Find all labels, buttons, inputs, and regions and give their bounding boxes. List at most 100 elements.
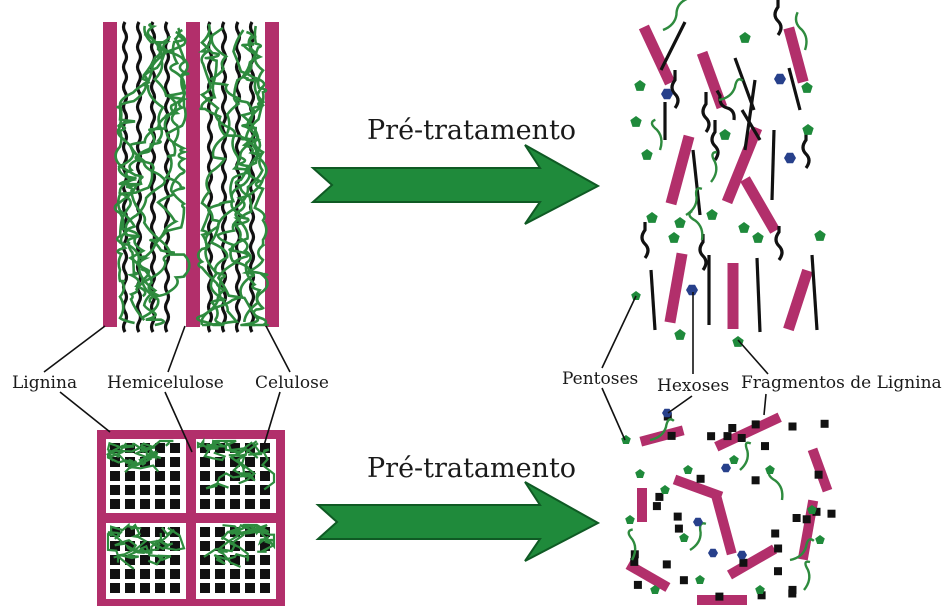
intact-biomass-cross-section <box>97 430 285 606</box>
lignin-square <box>788 590 796 598</box>
pretreatment-arrow-bottom: Pré-tratamento <box>318 453 598 561</box>
hemicellulose-fragment <box>663 0 688 33</box>
lignin-square <box>655 493 663 501</box>
pentose-molecule <box>668 232 679 243</box>
lignin-square <box>215 527 225 537</box>
lignin-square <box>260 569 270 579</box>
pretreatment-label: Pré-tratamento <box>367 115 576 146</box>
lignin-square <box>170 555 180 565</box>
lignin-square <box>200 583 210 593</box>
lignin-square <box>230 569 240 579</box>
lignin-square <box>170 583 180 593</box>
pentose-molecule <box>739 32 750 43</box>
lignin-square <box>170 499 180 509</box>
lignin-square <box>215 499 225 509</box>
lignin-square <box>155 485 165 495</box>
lignin-square <box>140 569 150 579</box>
pentose-molecule <box>719 129 730 140</box>
pentose-molecule <box>706 209 717 220</box>
lignin-square <box>110 499 120 509</box>
lignin-square <box>155 569 165 579</box>
hemicellulose-fragment <box>690 522 706 552</box>
pentose-molecule <box>660 485 670 494</box>
pentose-molecule <box>631 291 641 300</box>
lignin-square <box>110 569 120 579</box>
cellulose-fragment <box>711 495 736 556</box>
lignin-square <box>680 576 688 584</box>
label-fragmentos-de-lignina: Fragmentos de Lignina <box>741 373 942 393</box>
lignin-square <box>125 583 135 593</box>
lignin-square <box>674 513 682 521</box>
cellulose-fragment <box>639 425 684 446</box>
label-celulose: Celulose <box>255 373 329 393</box>
lignin-square <box>821 420 829 428</box>
lignin-square <box>675 525 683 533</box>
lignin-square <box>215 583 225 593</box>
lignin-fragment <box>703 92 709 132</box>
lignin-square <box>155 583 165 593</box>
pentose-molecule <box>683 465 693 474</box>
lignin-square <box>125 499 135 509</box>
lignin-square <box>140 583 150 593</box>
lignin-square <box>200 471 210 481</box>
lignin-square <box>245 541 255 551</box>
hexose-molecule <box>686 285 698 295</box>
lignin-square <box>260 471 270 481</box>
lignin-square <box>728 424 736 432</box>
pentose-molecule <box>625 515 635 524</box>
lignin-square <box>245 569 255 579</box>
lignin-square <box>215 569 225 579</box>
pentose-molecule <box>674 329 685 340</box>
lignin-fragment <box>776 226 782 260</box>
lignin-square <box>170 443 180 453</box>
lignin-square <box>110 485 120 495</box>
lignin-square <box>170 569 180 579</box>
pentose-molecule <box>679 533 689 542</box>
lignin-square <box>761 442 769 450</box>
hemicellulose-fragment <box>804 562 810 590</box>
lignin-square <box>634 581 642 589</box>
label-hemicelulose: Hemicelulose <box>107 373 224 393</box>
lignin-square <box>155 499 165 509</box>
cellulose-fragment <box>697 51 727 109</box>
pentose-molecule <box>738 222 749 233</box>
lignin-square <box>739 559 747 567</box>
hexose-molecule <box>708 549 718 558</box>
cellulose-fragment <box>714 413 782 452</box>
lignin-square <box>774 545 782 553</box>
lignin-square <box>260 499 270 509</box>
pentose-molecule <box>815 535 825 544</box>
lignin-fragment <box>651 270 655 330</box>
pretreated-biomass-fragments <box>630 0 825 347</box>
cellulose-fragment <box>637 488 647 522</box>
lignin-square <box>200 569 210 579</box>
lignin-square <box>789 423 797 431</box>
pentose-molecule <box>729 455 739 464</box>
pentose-molecule <box>646 212 657 223</box>
pentose-molecule <box>674 217 685 228</box>
lignin-square <box>668 432 676 440</box>
lignin-square <box>724 432 732 440</box>
lignin-square <box>738 434 746 442</box>
hexose-molecule <box>721 464 731 473</box>
lignin-fragment <box>772 130 774 200</box>
lignin-square <box>140 485 150 495</box>
lignin-fragment <box>757 258 760 332</box>
pentose-molecule <box>634 80 645 91</box>
lignin-square <box>245 485 255 495</box>
cellulose-fragment <box>666 135 695 205</box>
pentose-molecule <box>752 232 763 243</box>
pentose-molecule <box>630 116 641 127</box>
lignin-square <box>663 560 671 568</box>
pentose-molecule <box>802 124 813 135</box>
lignin-square <box>815 471 823 479</box>
pretreated-biomass-cross-section <box>621 409 835 605</box>
pretreatment-arrow-top: Pré-tratamento <box>313 115 598 224</box>
lignin-square <box>803 515 811 523</box>
pentose-molecule <box>635 469 645 478</box>
cellulose-fragment <box>728 263 739 329</box>
lignin-square <box>260 583 270 593</box>
pentose-molecule <box>641 149 652 160</box>
lignin-fragment <box>672 70 678 108</box>
pentose-molecule <box>814 230 825 241</box>
